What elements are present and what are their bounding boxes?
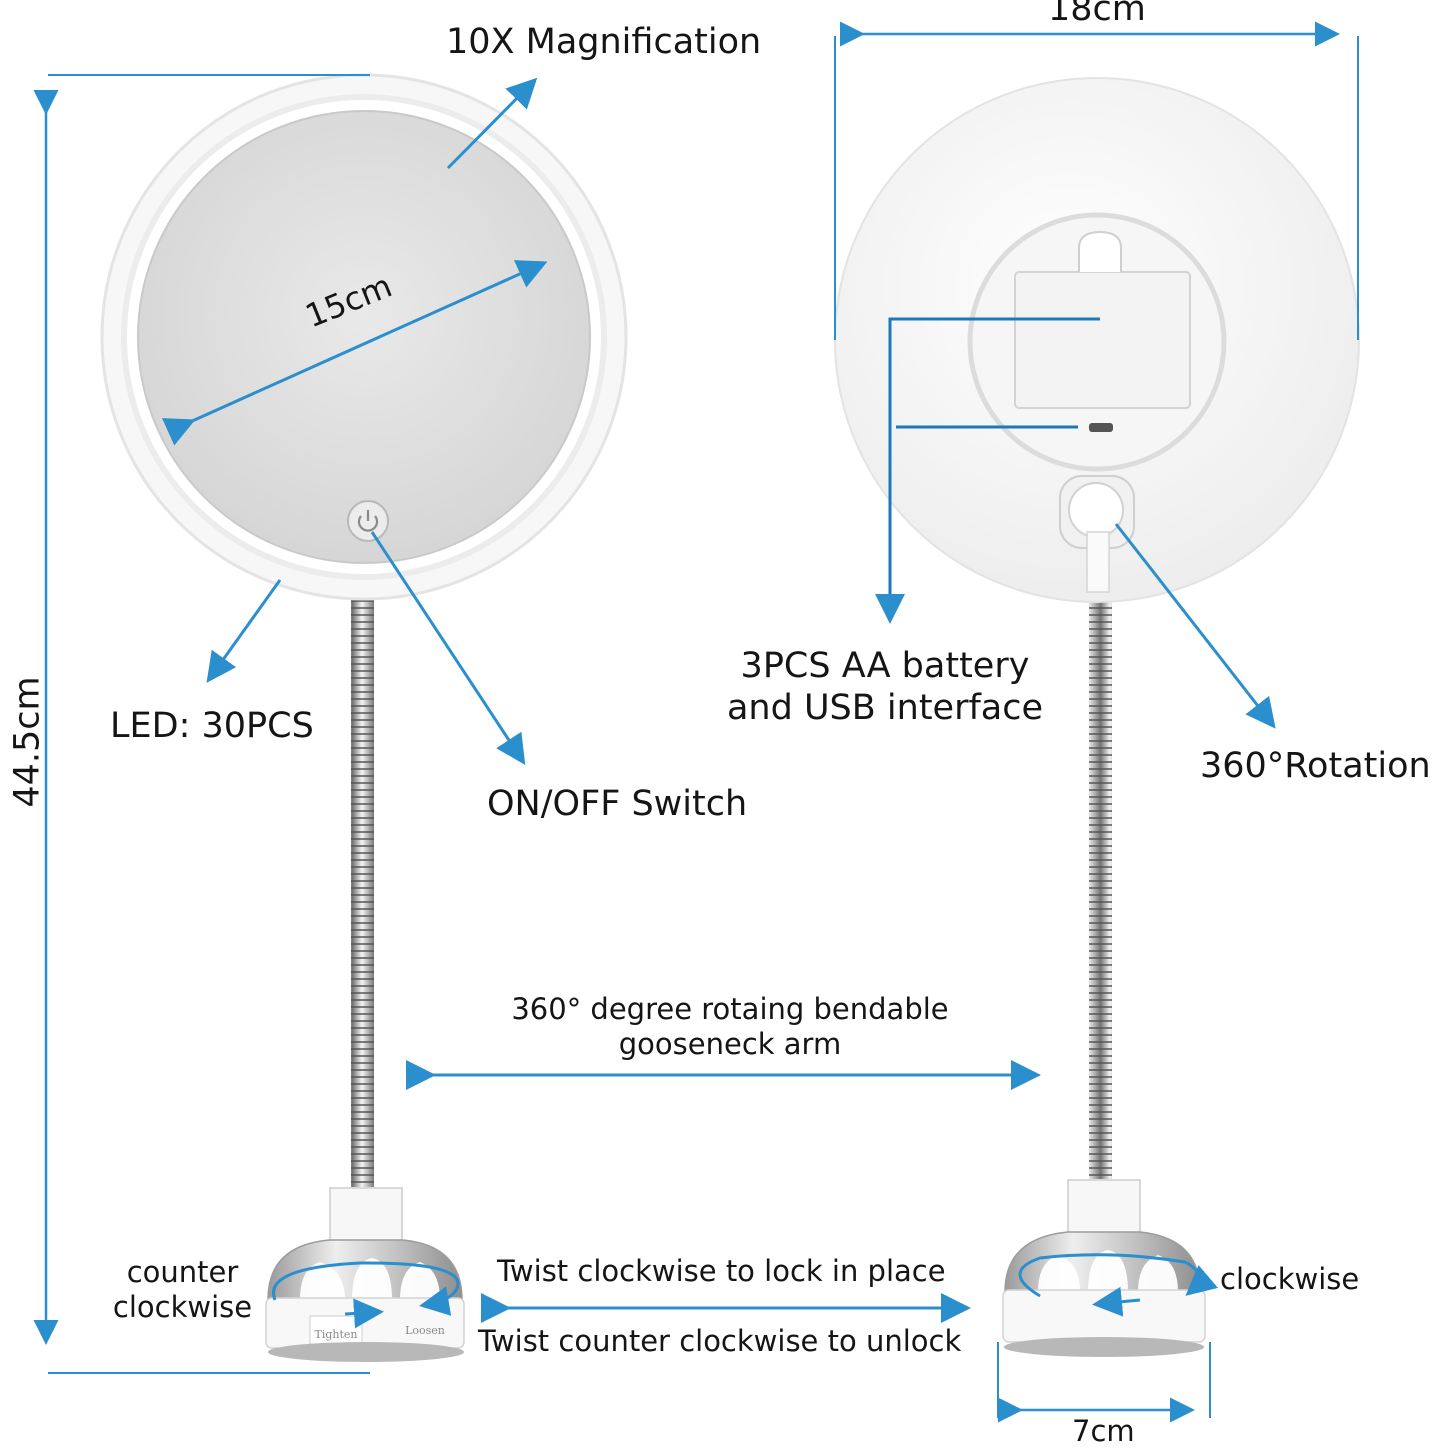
back-suction-base bbox=[1002, 1179, 1206, 1357]
battery-label-line1: 3PCS AA battery bbox=[740, 646, 1030, 686]
back-gooseneck bbox=[1089, 590, 1112, 1190]
base-loosen-label: Loosen bbox=[405, 1324, 445, 1337]
usb-port-icon[interactable] bbox=[1089, 423, 1113, 432]
battery-cover bbox=[1014, 271, 1191, 409]
diameter-arrow bbox=[161, 260, 548, 446]
gooseneck-label-line1: 360° degree rotaing bendable bbox=[511, 992, 949, 1026]
power-switch-icon[interactable] bbox=[347, 500, 389, 542]
battery-label-line2: and USB interface bbox=[726, 688, 1044, 728]
rotation-arrow bbox=[1114, 523, 1276, 729]
switch-arrow bbox=[370, 531, 526, 766]
magnification-arrow bbox=[446, 77, 538, 170]
unlock-label: Twist counter clockwise to unlock bbox=[478, 1324, 962, 1358]
gooseneck-label-line2: gooseneck arm bbox=[618, 1026, 842, 1061]
base-tighten-label: Tighten bbox=[315, 1328, 358, 1341]
battery-leader bbox=[875, 317, 1100, 624]
rotation-label: 360°Rotation bbox=[1200, 746, 1431, 786]
battery-label: 3PCS AA battery and USB interface bbox=[715, 645, 1055, 729]
counter-clockwise-line1: counter bbox=[126, 1255, 239, 1289]
front-suction-base: Tighten Loosen bbox=[265, 1187, 465, 1362]
counter-clockwise-label: counter clockwise bbox=[100, 1255, 265, 1325]
height-dimension bbox=[33, 74, 370, 1374]
width-dimension bbox=[834, 21, 1359, 340]
clockwise-label: clockwise bbox=[1220, 1262, 1360, 1296]
led-arrow bbox=[206, 579, 282, 683]
height-label: 44.5cm bbox=[7, 676, 48, 808]
back-mirror bbox=[834, 77, 1360, 1357]
gooseneck-label: 360° degree rotaing bendable gooseneck a… bbox=[480, 992, 980, 1062]
front-mirror-glass bbox=[137, 110, 591, 564]
led-label: LED: 30PCS bbox=[110, 706, 314, 746]
swivel-joint[interactable] bbox=[1059, 475, 1135, 593]
base-width-dimension bbox=[997, 1342, 1211, 1423]
front-gooseneck bbox=[351, 598, 374, 1198]
ccw-rotation-arrow bbox=[272, 1261, 460, 1316]
counter-clockwise-line2: clockwise bbox=[112, 1289, 253, 1324]
magnification-label: 10X Magnification bbox=[446, 22, 762, 62]
front-mirror: Tighten Loosen bbox=[100, 73, 628, 1362]
base-width-label: 7cm bbox=[1072, 1414, 1135, 1448]
switch-label: ON/OFF Switch bbox=[487, 784, 748, 824]
width-label: 18cm bbox=[1048, 0, 1146, 29]
cw-rotation-arrow bbox=[1018, 1253, 1218, 1298]
lock-label: Twist clockwise to lock in place bbox=[497, 1254, 946, 1288]
